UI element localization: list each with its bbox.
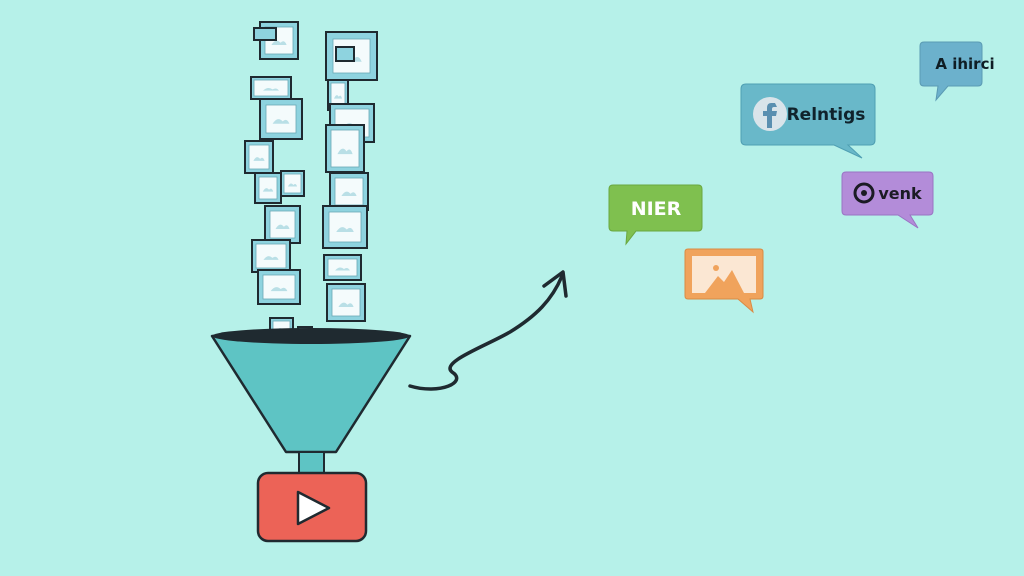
bubble-a-ihirci: A ihirci — [919, 41, 995, 102]
thumbnail-image-icon — [327, 79, 349, 111]
thumbnail-image-icon — [325, 124, 365, 173]
thumbnail-stack — [244, 21, 378, 339]
bubble-nier-label: NIER — [631, 198, 682, 220]
thumbnail-image-icon — [264, 205, 301, 244]
thumbnail-image-icon — [326, 283, 366, 322]
bubble-venk: venk — [841, 171, 934, 229]
thumbnail-image-icon — [322, 205, 368, 249]
bubble-image — [684, 248, 764, 314]
thumbnail-image-icon — [280, 170, 305, 197]
thumbnail-image-icon — [257, 269, 301, 305]
thumbnail-image-icon — [329, 172, 369, 211]
thumbnail-image-icon — [335, 46, 355, 62]
thumbnail-image-icon — [323, 254, 362, 281]
thumbnail-image-icon — [244, 140, 274, 174]
bubble-a-ihirci-label: A ihirci — [935, 55, 994, 73]
thumbnail-image-icon — [254, 172, 282, 204]
facebook-logo-icon — [753, 97, 787, 131]
play-button-icon — [256, 471, 368, 543]
bubble-nier: NIER — [608, 184, 703, 246]
thumbnail-image-icon — [253, 27, 277, 41]
thumbnail-image-icon — [250, 76, 292, 100]
curved-arrow-icon — [408, 270, 568, 391]
thumbnail-image-icon — [251, 239, 291, 273]
thumbnail-image-icon — [259, 98, 303, 140]
circle-logo-icon — [853, 182, 875, 204]
funnel — [210, 328, 412, 475]
bubble-relntigs-label: Relntigs — [787, 105, 866, 125]
bubble-venk-label: venk — [878, 184, 922, 203]
bubble-relntigs: Relntigs — [740, 83, 876, 159]
mountain-image-icon — [705, 265, 744, 293]
